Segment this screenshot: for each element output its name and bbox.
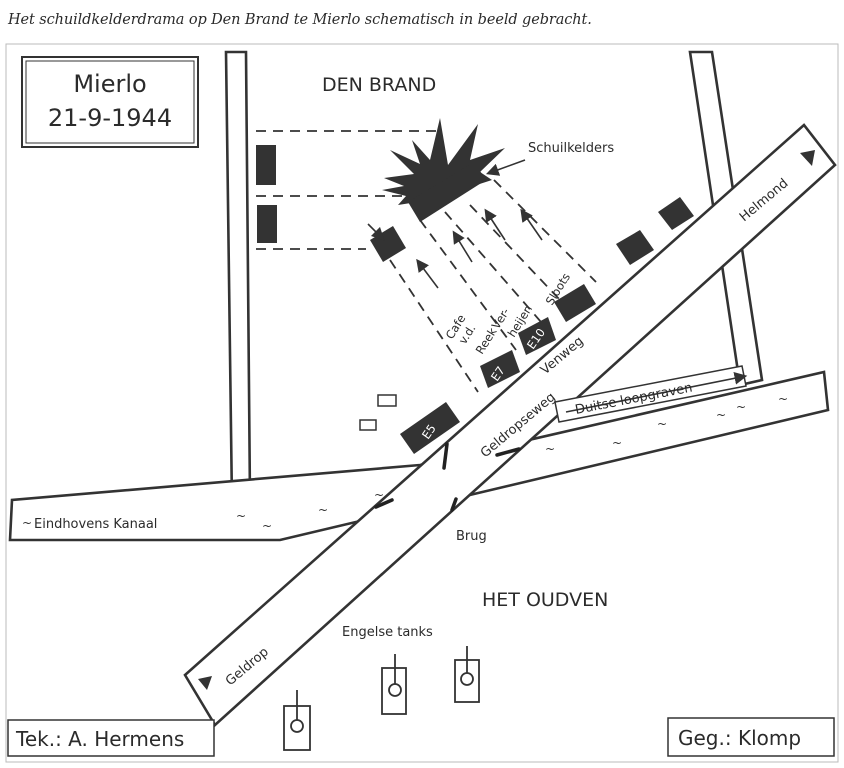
- shelter-arrow-icon: [367, 223, 385, 241]
- canal-waves: ~ ~ ~ ~ ~ ~ ~ ~ ~ ~: [236, 392, 788, 533]
- svg-text:~: ~: [657, 417, 667, 431]
- building: [257, 205, 277, 243]
- svg-text:~: ~: [545, 442, 555, 456]
- svg-text:~: ~: [318, 503, 328, 517]
- tank-icon: [283, 690, 311, 751]
- canal-wave-icon: ~: [22, 516, 32, 530]
- arrow-icon: [416, 208, 543, 289]
- outline-building: [377, 394, 397, 407]
- house-sloots: [554, 284, 596, 322]
- map-frame: [5, 43, 839, 763]
- shelters-label: Schuilkelders: [528, 141, 614, 156]
- label-e5: E5: [419, 422, 439, 442]
- bridge-marks: [374, 442, 521, 512]
- svg-text:~: ~: [612, 436, 622, 450]
- helmond-arrow-icon: [800, 150, 815, 166]
- trench-box: [554, 365, 747, 423]
- house-e7: [480, 350, 520, 388]
- house-e5: [400, 402, 460, 454]
- title-box: [21, 56, 199, 148]
- building: [658, 197, 694, 230]
- svg-text:~: ~: [716, 408, 726, 422]
- label-tanks: Engelse tanks: [342, 625, 433, 640]
- credit-drawn: Tek.: A. Hermens: [15, 727, 184, 751]
- credit-data-box: [667, 717, 835, 757]
- title-place: Mierlo: [73, 70, 146, 98]
- label-bridge: Brug: [456, 529, 487, 544]
- trench-arrow-icon: [565, 371, 748, 413]
- road-geldropseweg: [183, 123, 837, 728]
- geldrop-arrow-icon: [198, 676, 212, 690]
- building: [616, 230, 654, 265]
- outline-building: [359, 419, 377, 431]
- area-het-oudven: HET OUDVEN: [482, 589, 608, 611]
- label-canal: Eindhovens Kanaal: [34, 517, 157, 532]
- shelters-pointer-icon: [485, 159, 526, 176]
- road-west-vertical: [224, 50, 252, 506]
- map-caption: Het schuildkelderdrama op Den Brand te M…: [8, 12, 592, 28]
- tank-icon: [454, 646, 480, 703]
- tank-icon: [381, 654, 407, 715]
- svg-text:~: ~: [262, 519, 272, 533]
- shelter-building: [408, 162, 486, 222]
- credit-drawn-box: [7, 719, 215, 757]
- house-e10: [518, 317, 556, 355]
- area-den-brand: DEN BRAND: [322, 74, 436, 96]
- label-e7: E7: [488, 364, 508, 384]
- building: [256, 145, 276, 185]
- svg-text:~: ~: [236, 509, 246, 523]
- svg-text:~: ~: [736, 400, 746, 414]
- svg-text:~: ~: [778, 392, 788, 406]
- credit-data: Geg.: Klomp: [678, 726, 801, 750]
- title-date: 21-9-1944: [48, 104, 172, 132]
- svg-text:~: ~: [374, 488, 384, 502]
